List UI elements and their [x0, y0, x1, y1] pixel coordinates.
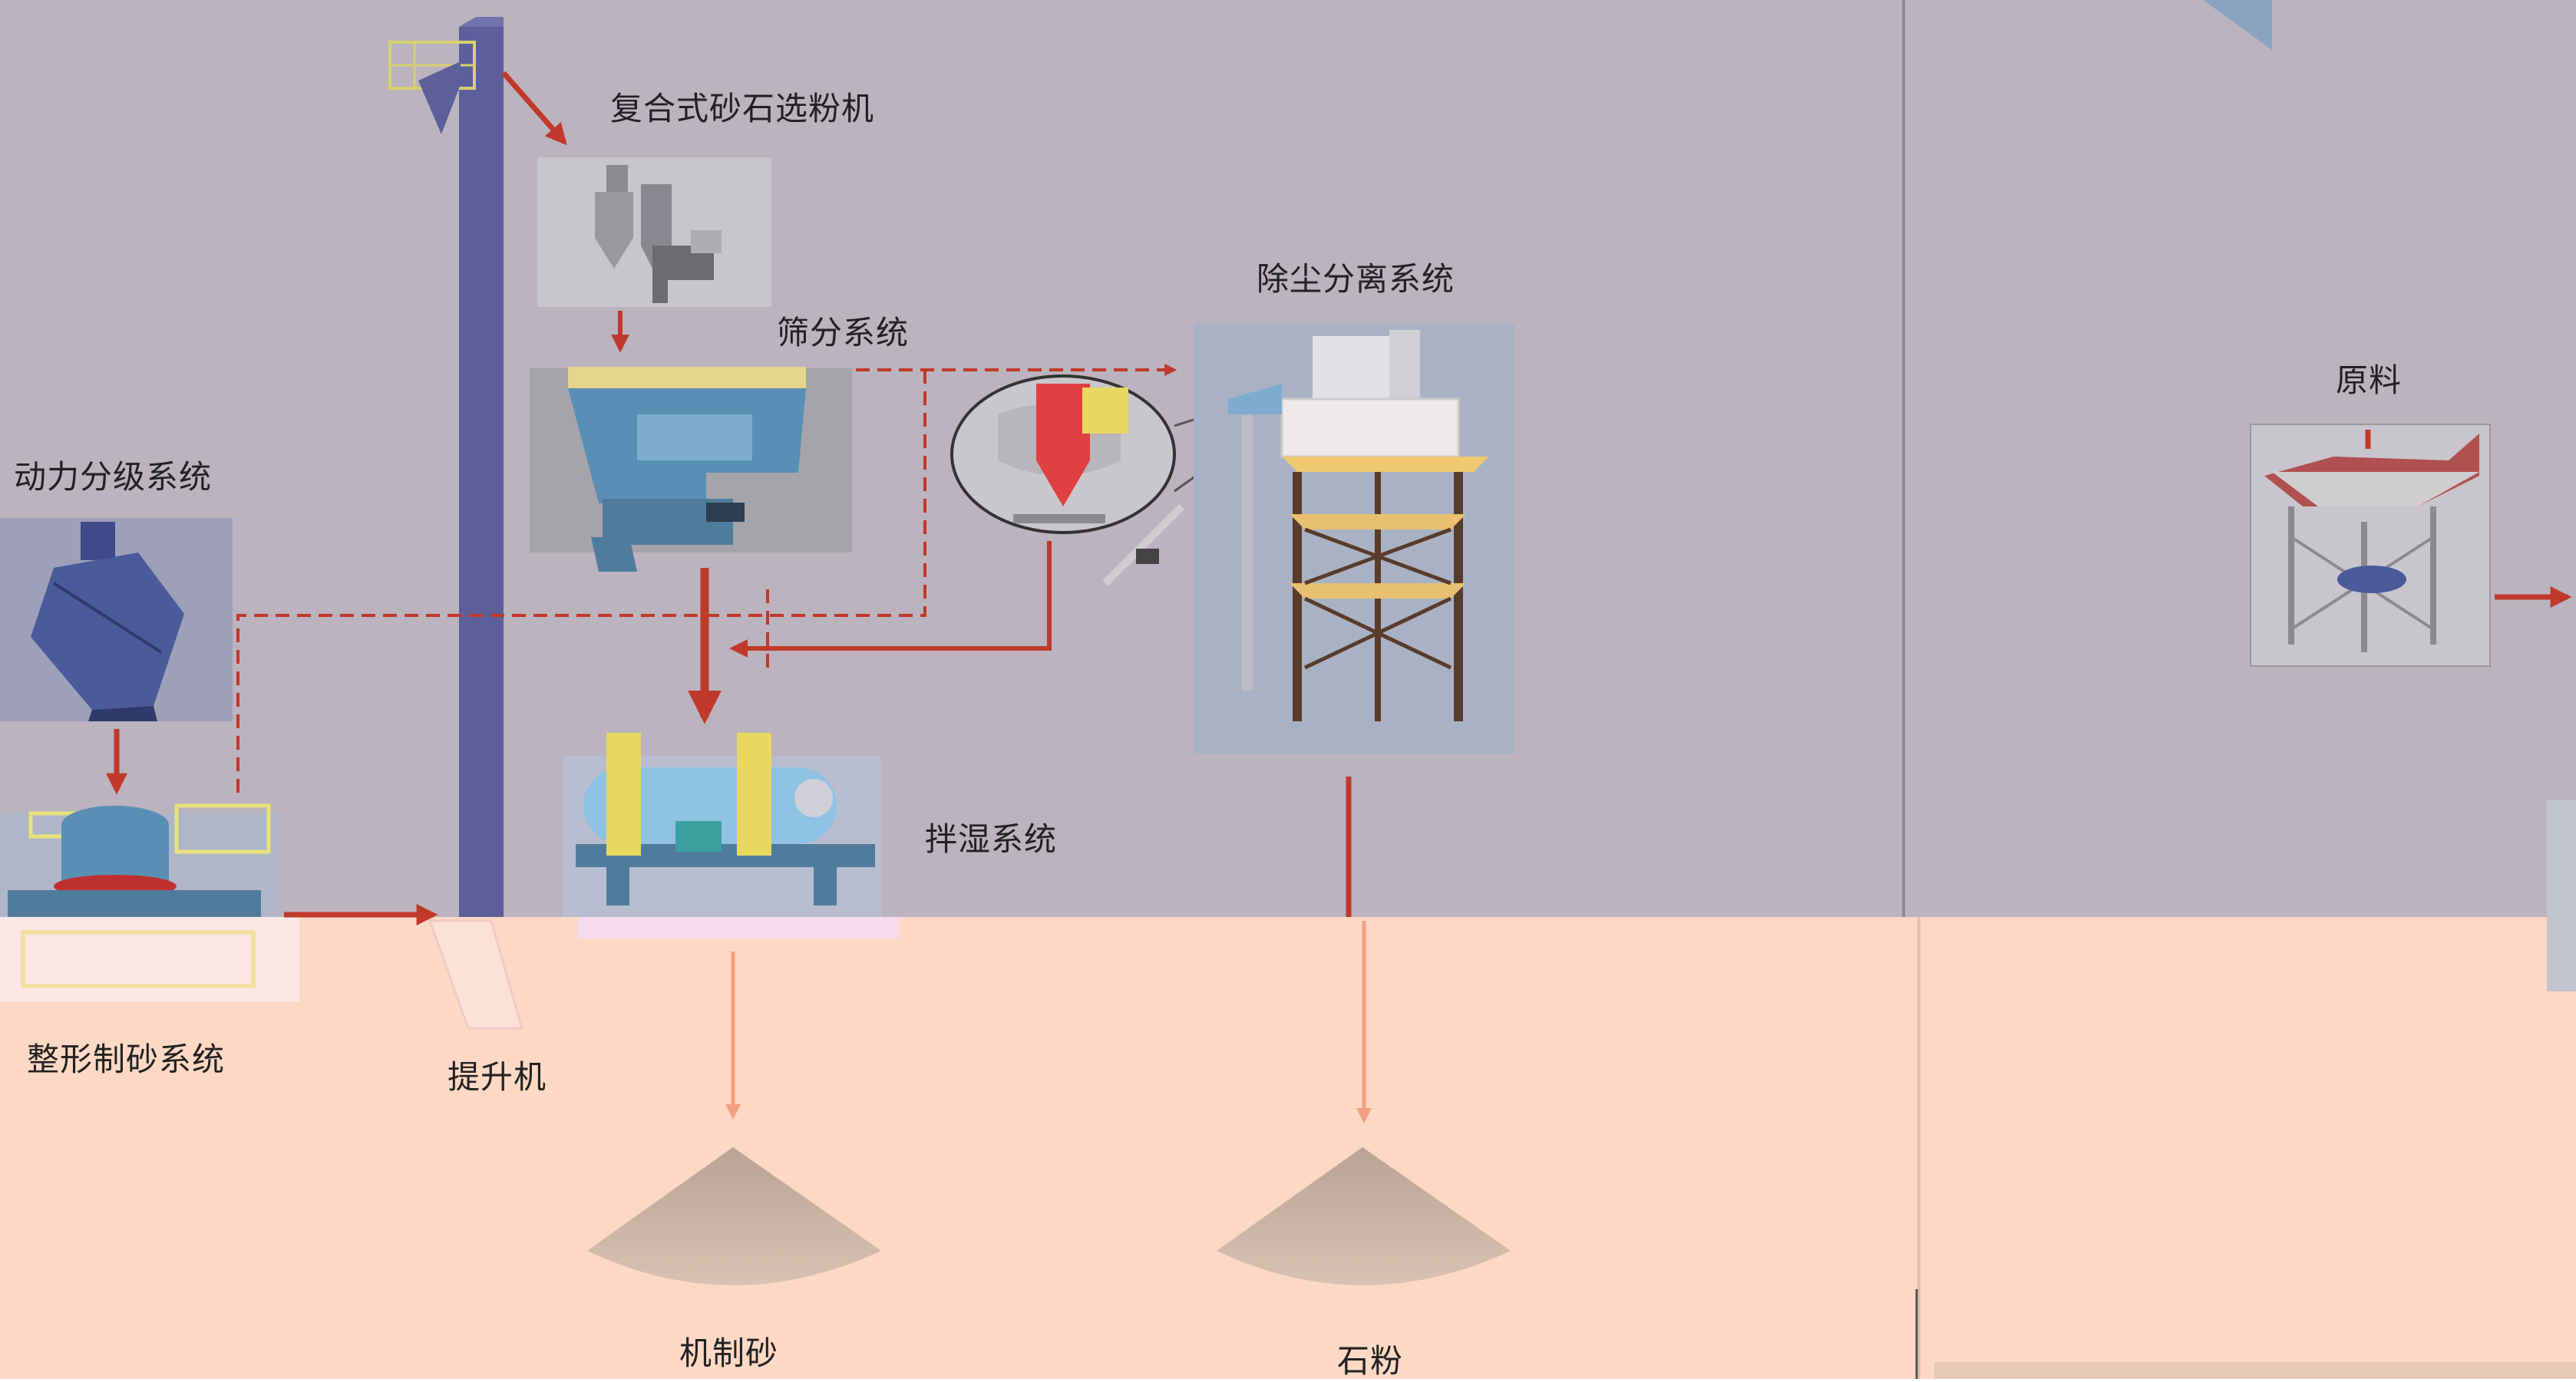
separator-machine-icon [537, 157, 771, 307]
wetting-label: 拌湿系统 [925, 820, 1058, 858]
corner-fragment [2203, 0, 2272, 50]
raw-material-hopper-icon [2250, 424, 2491, 667]
powder-label: 石粉 [1337, 1342, 1404, 1380]
sand-label: 机制砂 [679, 1334, 779, 1372]
dust-collector-tower-icon [1102, 324, 1514, 754]
right-edge-fragment [2547, 800, 2576, 991]
sand-pile-icon [587, 1147, 881, 1285]
wetting-mixer-icon [563, 733, 899, 938]
screen-machine-icon [530, 367, 852, 572]
classifier-label: 动力分级系统 [14, 458, 213, 496]
shaping-label: 整形制砂系统 [27, 1041, 226, 1078]
dashed-recycle-lines [236, 364, 1177, 798]
dust-separation-label: 除尘分离系统 [1257, 260, 1455, 298]
bottom-edge-bar [1934, 1362, 2576, 1379]
elevator-label: 提升机 [447, 1058, 547, 1096]
bucket-elevator-icon [388, 17, 567, 1030]
classifier-machine-icon [0, 518, 233, 721]
cyclone-inset-icon [950, 374, 1306, 534]
separator-label: 复合式砂石选粉机 [610, 90, 875, 127]
raw-material-label: 原料 [2336, 361, 2403, 399]
flow-dust-return [729, 541, 1052, 658]
screening-label: 筛分系统 [777, 314, 910, 351]
powder-pile-icon [1217, 1147, 1511, 1285]
sand-maker-icon [0, 803, 299, 1001]
lower-background [0, 917, 2576, 1379]
